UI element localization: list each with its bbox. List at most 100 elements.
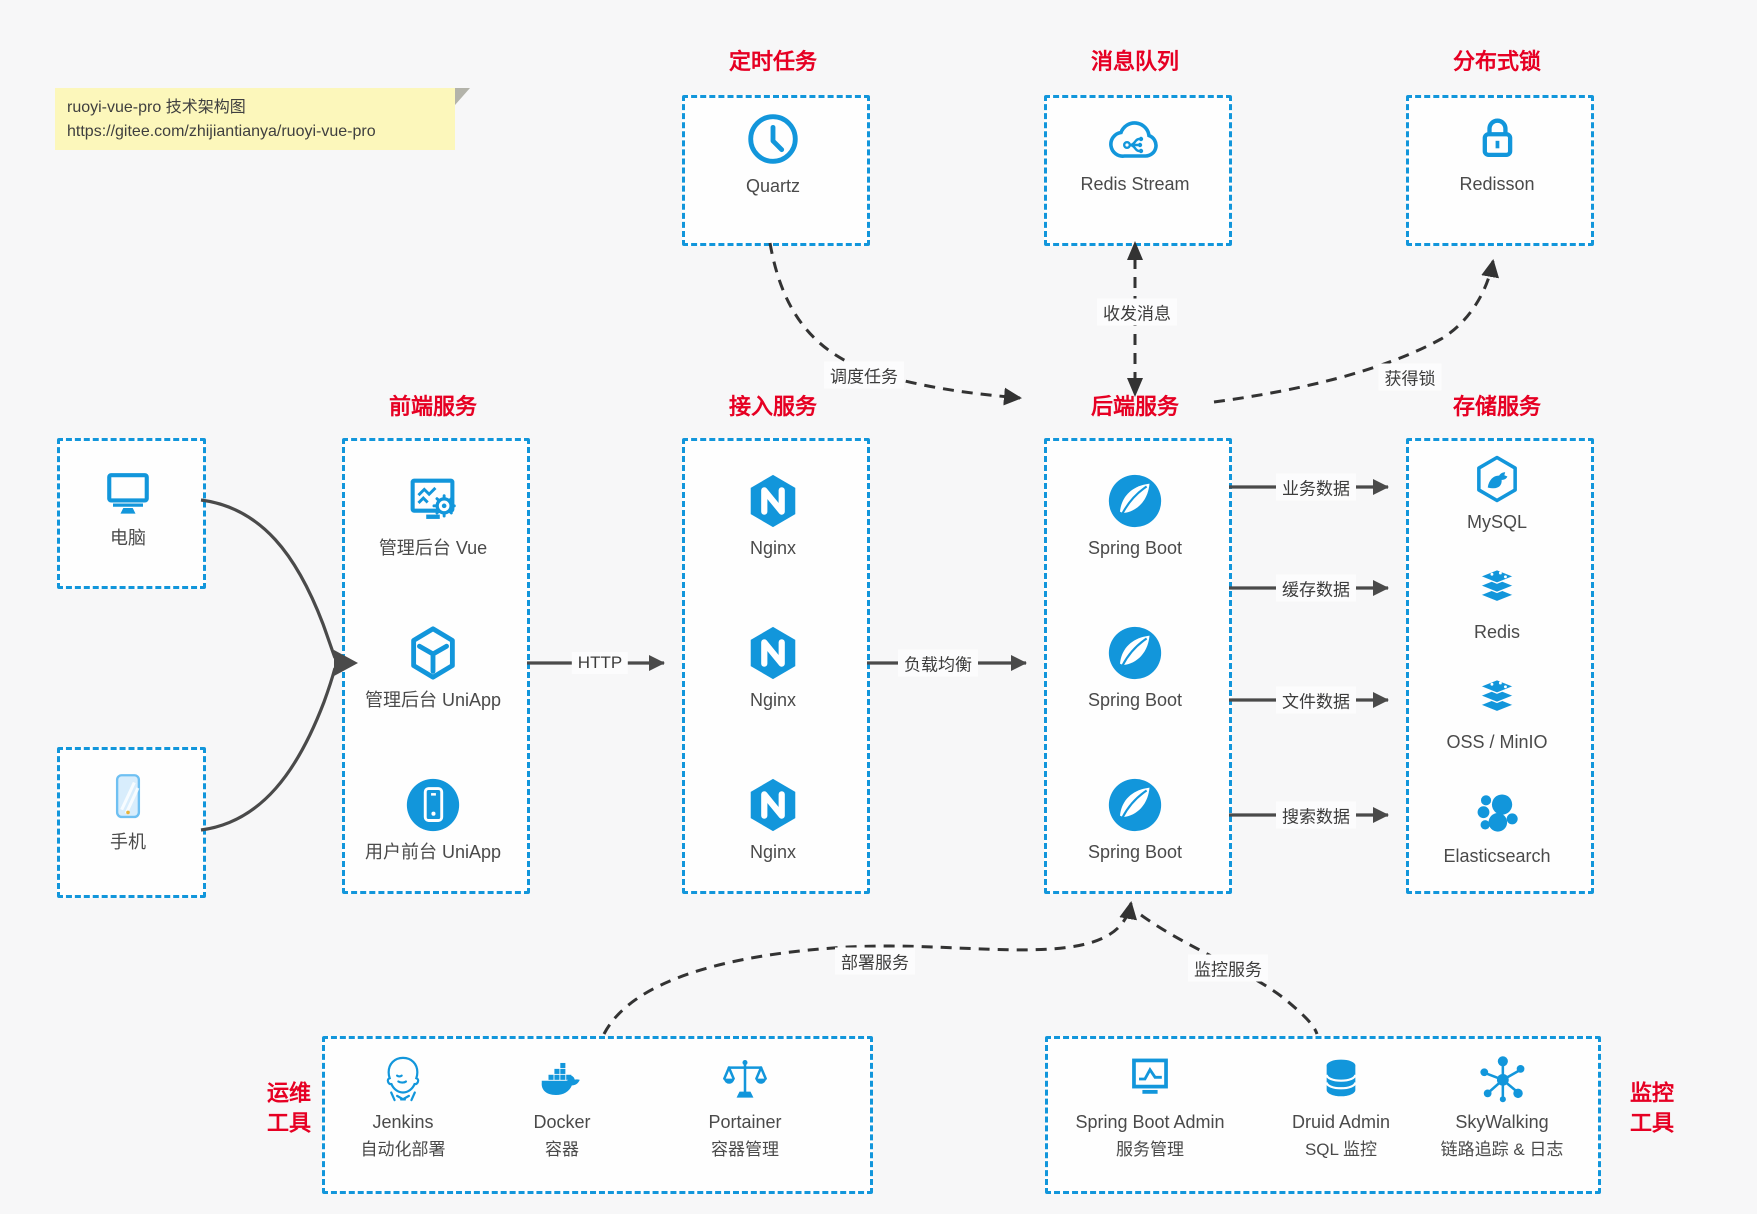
node-pc: 电脑 bbox=[33, 462, 223, 550]
title-ops-tools: 运维 工具 bbox=[266, 1080, 312, 1135]
node-label: Nginx bbox=[749, 842, 797, 862]
node-redis: Redis bbox=[1402, 562, 1592, 644]
admin-dashboard-icon bbox=[410, 478, 456, 519]
node-spring-boot-2: Spring Boot bbox=[1040, 622, 1230, 712]
edge-label-search-data: 搜索数据 bbox=[1276, 801, 1356, 829]
node-quartz: Quartz bbox=[678, 108, 868, 198]
phone-box bbox=[57, 747, 206, 898]
mobile-app-icon bbox=[406, 778, 460, 832]
node-sublabel: 容器 bbox=[545, 1139, 579, 1159]
spring-boot-icon bbox=[1108, 626, 1162, 680]
druid-icon bbox=[1325, 1059, 1357, 1097]
docker-icon bbox=[541, 1062, 580, 1096]
node-label: Druid Admin bbox=[1291, 1112, 1391, 1132]
node-sublabel: SQL 监控 bbox=[1304, 1139, 1378, 1159]
node-label: Quartz bbox=[745, 176, 801, 196]
node-docker: Docker 容器 bbox=[467, 1052, 657, 1160]
node-label: 手机 bbox=[110, 832, 146, 852]
edge-label-acquire-lock: 获得锁 bbox=[1378, 363, 1442, 391]
node-label: Nginx bbox=[749, 538, 797, 558]
node-label: 管理后台 UniApp bbox=[364, 690, 502, 710]
title-distributed-lock: 分布式锁 bbox=[1452, 49, 1542, 75]
node-sublabel: 服务管理 bbox=[1116, 1139, 1184, 1159]
edge-label-cache-data: 缓存数据 bbox=[1276, 574, 1356, 602]
title-monitor-tools: 监控 工具 bbox=[1629, 1080, 1675, 1135]
node-label: 用户前台 UniApp bbox=[364, 842, 502, 862]
node-label: Redisson bbox=[1459, 174, 1535, 194]
node-label: 电脑 bbox=[110, 528, 146, 548]
node-spring-boot-3: Spring Boot bbox=[1040, 774, 1230, 864]
nginx-icon bbox=[750, 626, 796, 680]
spring-boot-icon bbox=[1108, 474, 1162, 528]
node-jenkins: Jenkins 自动化部署 bbox=[308, 1052, 498, 1160]
node-redis-stream: Redis Stream bbox=[1040, 112, 1230, 196]
spring-boot-icon bbox=[1108, 778, 1162, 832]
node-label: Docker bbox=[533, 1112, 591, 1132]
node-spring-boot-1: Spring Boot bbox=[1040, 470, 1230, 560]
object-storage-icon bbox=[1478, 678, 1516, 713]
title-backend: 后端服务 bbox=[1090, 394, 1180, 420]
node-label: Nginx bbox=[749, 690, 797, 710]
title-frontend: 前端服务 bbox=[388, 394, 478, 420]
edge-label-schedule-task: 调度任务 bbox=[824, 361, 904, 389]
node-mysql: MySQL bbox=[1402, 452, 1592, 534]
node-nginx-3: Nginx bbox=[678, 774, 868, 864]
node-redisson: Redisson bbox=[1402, 108, 1592, 196]
node-user-uniapp: 用户前台 UniApp bbox=[338, 774, 528, 864]
monitor-tools-box bbox=[1045, 1036, 1601, 1194]
node-label: Portainer bbox=[708, 1112, 782, 1132]
edge-label-monitor-service: 监控服务 bbox=[1188, 954, 1268, 982]
title-scheduler: 定时任务 bbox=[728, 49, 818, 75]
node-admin-uniapp: 管理后台 UniApp bbox=[338, 622, 528, 712]
node-spring-boot-admin: Spring Boot Admin 服务管理 bbox=[1055, 1052, 1245, 1160]
redis-icon bbox=[1478, 568, 1516, 603]
node-label: Spring Boot bbox=[1087, 842, 1183, 862]
node-sublabel: 容器管理 bbox=[711, 1139, 779, 1159]
skywalking-icon bbox=[1480, 1056, 1525, 1103]
title-message-queue: 消息队列 bbox=[1090, 49, 1180, 75]
node-label: Redis Stream bbox=[1080, 174, 1190, 194]
scheduler-box bbox=[682, 95, 870, 246]
sticky-note: ruoyi-vue-pro 技术架构图 https://gitee.com/zh… bbox=[55, 88, 470, 150]
edge-label-http: HTTP bbox=[571, 652, 629, 674]
node-portainer: Portainer 容器管理 bbox=[650, 1052, 840, 1160]
node-label: SkyWalking bbox=[1455, 1112, 1549, 1132]
edge-label-send-receive-message: 收发消息 bbox=[1097, 298, 1177, 326]
smartphone-icon bbox=[115, 774, 141, 819]
node-label: Elasticsearch bbox=[1443, 846, 1551, 866]
edge-label-file-data: 文件数据 bbox=[1276, 686, 1356, 714]
node-label: Redis bbox=[1473, 622, 1521, 642]
desktop-icon bbox=[107, 473, 149, 514]
note-title: ruoyi-vue-pro 技术架构图 bbox=[67, 99, 246, 116]
portainer-icon bbox=[723, 1060, 767, 1098]
edge-label-business-data: 业务数据 bbox=[1276, 473, 1356, 501]
node-sublabel: 链路追踪 & 日志 bbox=[1440, 1139, 1564, 1159]
node-label: Spring Boot Admin bbox=[1075, 1112, 1225, 1132]
node-skywalking: SkyWalking 链路追踪 & 日志 bbox=[1407, 1052, 1597, 1160]
node-admin-vue: 管理后台 Vue bbox=[338, 470, 528, 560]
edge-label-load-balance: 负载均衡 bbox=[898, 649, 978, 677]
node-label: 管理后台 Vue bbox=[378, 538, 488, 558]
jenkins-icon bbox=[386, 1056, 420, 1102]
message-queue-box bbox=[1044, 95, 1232, 246]
nginx-icon bbox=[750, 474, 796, 528]
node-nginx-2: Nginx bbox=[678, 622, 868, 712]
node-elasticsearch: Elasticsearch bbox=[1402, 786, 1592, 868]
node-druid-admin: Druid Admin SQL 监控 bbox=[1246, 1052, 1436, 1160]
cube-icon bbox=[411, 626, 455, 680]
spring-boot-admin-icon bbox=[1132, 1058, 1168, 1094]
nginx-icon bbox=[750, 778, 796, 832]
node-label: OSS / MinIO bbox=[1446, 732, 1548, 752]
node-label: Spring Boot bbox=[1087, 690, 1183, 710]
curve-acquire-lock bbox=[1213, 259, 1500, 404]
node-label: MySQL bbox=[1466, 512, 1527, 532]
node-nginx-1: Nginx bbox=[678, 470, 868, 560]
mysql-icon bbox=[1477, 455, 1517, 503]
note-url: https://gitee.com/zhijiantianya/ruoyi-vu… bbox=[67, 123, 376, 140]
node-label: Jenkins bbox=[372, 1112, 434, 1132]
node-label: Spring Boot bbox=[1087, 538, 1183, 558]
title-storage: 存储服务 bbox=[1452, 394, 1542, 420]
clock-icon bbox=[748, 114, 798, 164]
gear-icon bbox=[432, 494, 456, 518]
